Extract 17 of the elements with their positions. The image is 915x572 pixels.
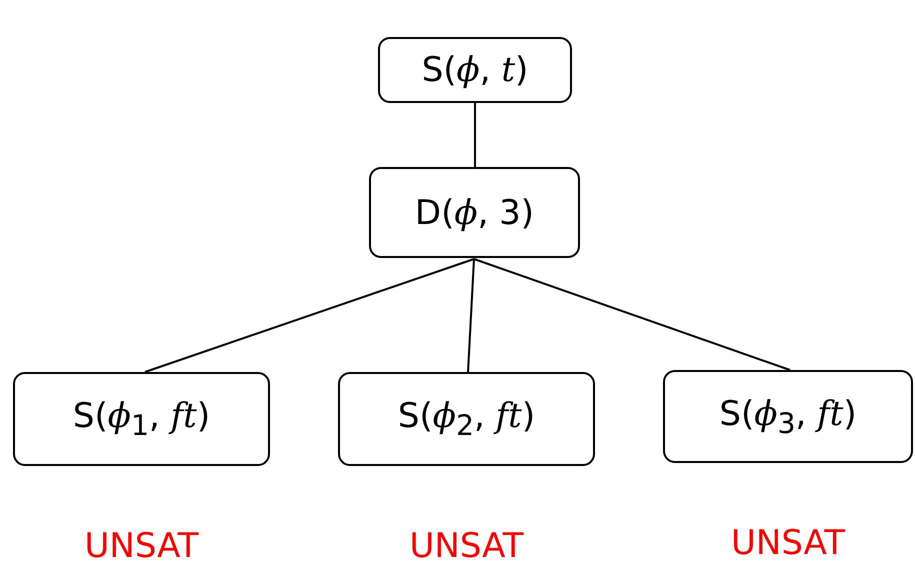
process-box (378, 37, 572, 103)
status-label: UNSAT (84, 526, 198, 566)
process-box (13, 372, 270, 466)
connector-line (474, 258, 790, 371)
process-box (663, 370, 913, 463)
node-label: S(ϕ$_{2}$, ft) (398, 396, 536, 442)
status-label: UNSAT (731, 523, 845, 563)
connector-line (467, 258, 475, 372)
node-label: S(ϕ, t) (422, 50, 528, 90)
node-label: D(ϕ, 3) (414, 192, 534, 232)
process-box (338, 372, 595, 466)
process-box (369, 167, 580, 258)
connector-line (474, 103, 476, 167)
node-label: S(ϕ$_{1}$, ft) (72, 396, 210, 442)
status-label: UNSAT (410, 526, 524, 566)
connector-line (144, 258, 474, 373)
node-label: S(ϕ$_{3}$, ft) (719, 394, 857, 440)
